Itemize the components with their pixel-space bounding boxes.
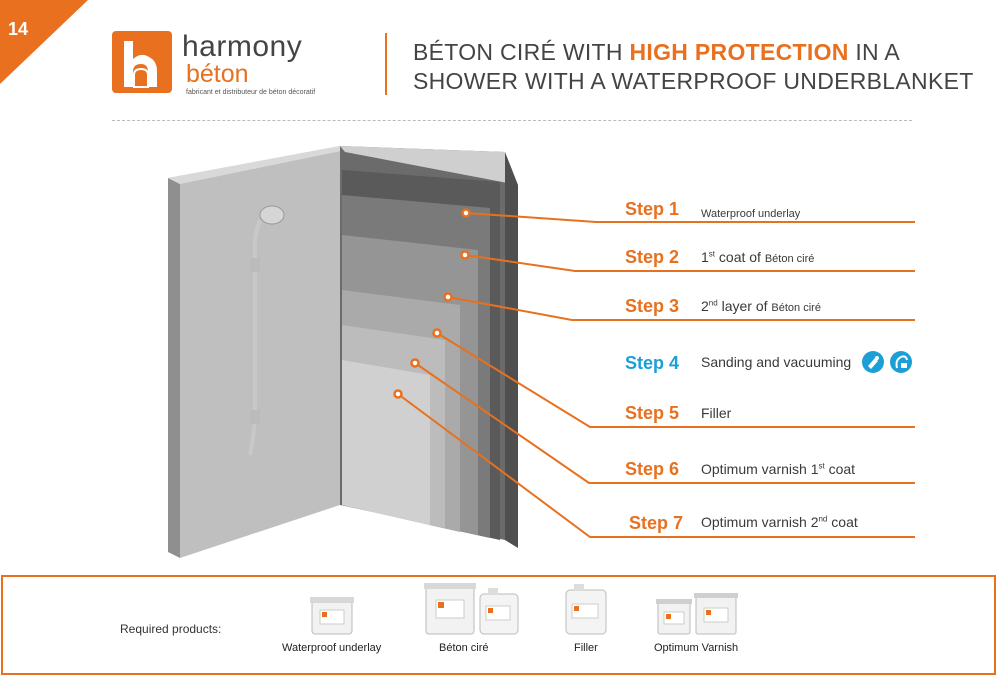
step-3-text: 2nd layer of Béton ciré (701, 298, 821, 314)
step-text: Waterproof underlay (701, 208, 801, 220)
step-4-text: Sanding and vacuuming (701, 354, 852, 370)
wall-layers-diagram (168, 146, 518, 558)
varnish-large-tub-icon (694, 593, 738, 635)
beton-cire-tub-icon (424, 583, 476, 635)
shower-head-icon (248, 205, 285, 456)
brand-name-top: harmony (182, 30, 303, 63)
header-divider (385, 33, 387, 95)
product-ref: Béton ciré (771, 302, 821, 314)
brand-logo (112, 31, 172, 93)
step-text: Optimum varnish 1 (701, 461, 819, 477)
logo-house-icon (124, 41, 157, 88)
brand-tagline: fabricant et distributeur de béton décor… (186, 89, 316, 96)
ordinal: 2 (701, 298, 709, 314)
beton-cire-jerrycan-icon (479, 588, 519, 635)
step-2-label: Step 2 (625, 247, 680, 267)
step-5-text: Filler (701, 405, 732, 421)
step-4-label: Step 4 (625, 353, 680, 373)
product-filler: Filler (574, 642, 598, 654)
required-products-label: Required products: (120, 622, 222, 636)
step-5-label: Step 5 (625, 403, 680, 423)
brand-name-bottom: béton (186, 60, 249, 88)
step-3-marker (443, 292, 453, 302)
step-7-text: Optimum varnish 2nd coat (701, 514, 858, 530)
step-2-marker (460, 250, 470, 260)
step-2-text: 1st coat of Béton ciré (701, 249, 814, 265)
step-leaders (393, 208, 915, 538)
underlay-tub-icon (310, 597, 354, 635)
title-highlight: HIGH PROTECTION (629, 39, 849, 65)
ordinal: 1 (701, 249, 709, 265)
product-waterproof-underlay: Waterproof underlay (282, 642, 382, 654)
varnish-small-tub-icon (656, 599, 692, 635)
header-separator (112, 120, 912, 121)
step-5-marker (432, 328, 442, 338)
step-7-label: Step 7 (629, 513, 684, 533)
product-beton-cire: Béton ciré (439, 642, 489, 654)
step-6-label: Step 6 (625, 459, 680, 479)
page-title: BÉTON CIRÉ WITH HIGH PROTECTION IN A SHO… (413, 38, 983, 96)
product-optimum-varnish: Optimum Varnish (654, 642, 739, 654)
ordinal-suffix: st (708, 249, 716, 259)
ordinal-suffix: st (818, 461, 825, 471)
title-part: BÉTON CIRÉ WITH (413, 39, 630, 65)
step-6-text: Optimum varnish 1st coat (701, 461, 855, 477)
step-1-label: Step 1 (625, 199, 680, 219)
step-text: layer of (717, 298, 772, 314)
step-1-text: Waterproof underlay (701, 204, 800, 220)
step-text-end: coat (827, 514, 858, 530)
vacuum-icon (890, 351, 912, 373)
title-line-2: SHOWER WITH A WATERPROOF UNDERBLANKET (413, 68, 974, 94)
ordinal-suffix: nd (818, 514, 828, 524)
step-text-end: coat (824, 461, 856, 477)
step-6-marker (410, 358, 420, 368)
step-text: coat of (715, 249, 765, 265)
page-number: 14 (8, 19, 29, 39)
product-ref: Béton ciré (764, 253, 815, 265)
required-products-panel (1, 575, 996, 675)
step-7-marker (393, 389, 403, 399)
step-3-label: Step 3 (625, 296, 680, 316)
corner-badge (0, 0, 88, 84)
sander-icon (862, 351, 884, 373)
step-1-marker (461, 208, 471, 218)
title-part: IN A (848, 39, 901, 65)
product-images (310, 583, 738, 635)
step-text: Optimum varnish 2 (701, 514, 819, 530)
filler-jerrycan-icon (565, 584, 607, 635)
ordinal-suffix: nd (708, 298, 718, 308)
